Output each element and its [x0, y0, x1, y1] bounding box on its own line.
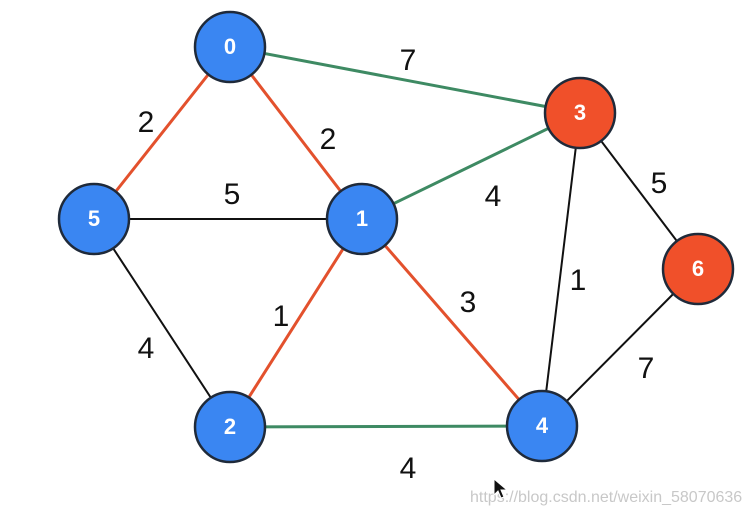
- edge-weight-0-1: 2: [320, 123, 337, 156]
- node-circle-1: [325, 182, 399, 256]
- node-3: 3: [543, 76, 617, 150]
- edge-0-5: [92, 45, 232, 221]
- node-circle-2: [193, 390, 267, 464]
- node-5: 5: [57, 182, 131, 256]
- edge-0-3: [228, 45, 582, 115]
- node-circle-3: [543, 76, 617, 150]
- edge-2-4: [228, 424, 544, 429]
- edge-weight-1-4: 3: [460, 286, 477, 319]
- edge-1-4: [360, 217, 544, 428]
- edge-1-3: [360, 111, 582, 221]
- node-circle-5: [57, 182, 131, 256]
- node-label-0: 0: [224, 34, 236, 59]
- edge-3-4: [541, 112, 581, 427]
- edge-weight-0-3: 7: [400, 44, 417, 77]
- edge-weight-5-2: 4: [138, 332, 155, 365]
- edge-weight-5-1: 5: [224, 178, 241, 211]
- edge-6-4: [541, 268, 699, 427]
- node-circle-6: [661, 232, 735, 306]
- node-circle-0: [193, 10, 267, 84]
- edge-weight-6-4: 7: [638, 352, 655, 385]
- edge-5-2: [93, 218, 231, 428]
- node-label-4: 4: [536, 413, 549, 438]
- arrow-cursor-icon: [493, 477, 509, 505]
- edge-weight-0-5: 2: [138, 106, 155, 139]
- node-0: 0: [193, 10, 267, 84]
- node-6: 6: [661, 232, 735, 306]
- edge-weight-3-4: 1: [570, 264, 587, 297]
- edge-2-1: [228, 217, 364, 429]
- nodes-layer: 0 1 2 3 4 5 6: [57, 10, 735, 464]
- node-2: 2: [193, 390, 267, 464]
- node-1: 1: [325, 182, 399, 256]
- edge-weight-2-4: 4: [400, 452, 417, 485]
- node-label-2: 2: [224, 414, 236, 439]
- node-4: 4: [505, 389, 579, 463]
- edge-weight-2-1: 1: [273, 300, 290, 333]
- node-label-6: 6: [692, 256, 704, 281]
- node-label-5: 5: [88, 206, 100, 231]
- edge-weight-3-6: 5: [651, 167, 668, 200]
- node-label-3: 3: [574, 100, 586, 125]
- edge-weight-1-3: 4: [485, 180, 502, 213]
- watermark-text: https://blog.csdn.net/weixin_58070636: [470, 489, 743, 506]
- node-circle-4: [505, 389, 579, 463]
- node-label-1: 1: [356, 206, 368, 231]
- weights-layer: 7 2 2 5 4 4 1 3 1 5 7 4: [138, 44, 668, 485]
